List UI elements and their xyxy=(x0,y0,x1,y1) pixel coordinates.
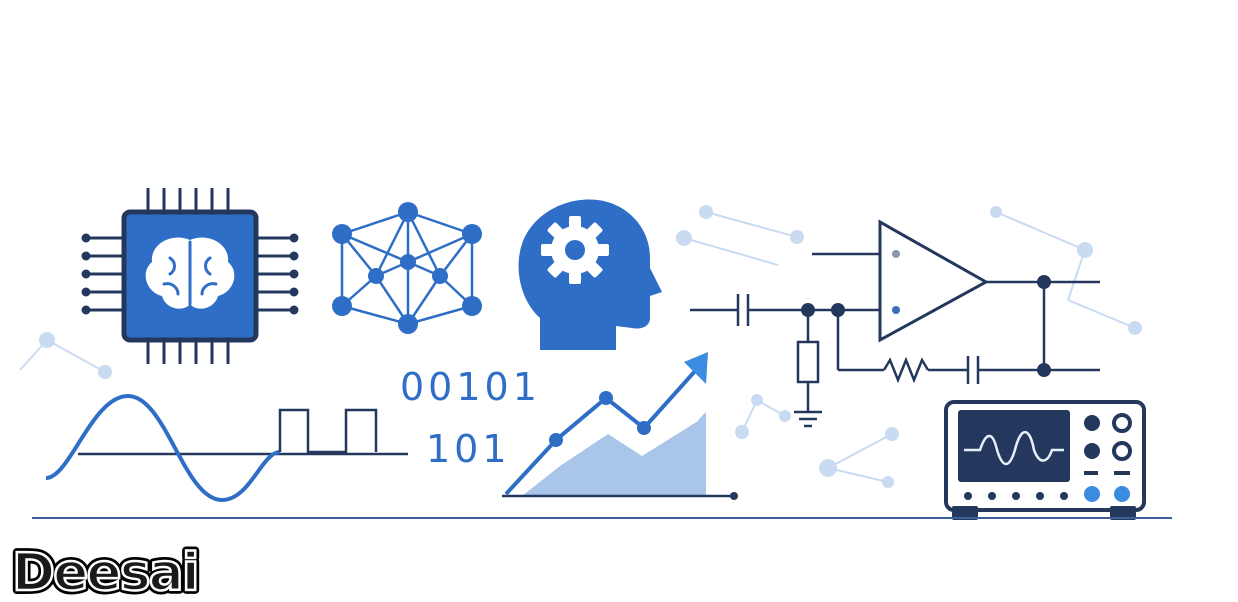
binary-line-2: 101 xyxy=(426,427,511,471)
growth-chart-icon xyxy=(502,352,738,500)
brand-logo: Deesai Deesai xyxy=(8,539,204,602)
ai-chip-brain-icon xyxy=(81,188,299,364)
binary-line-1: 00101 xyxy=(400,365,541,409)
square-wave-icon xyxy=(278,408,378,454)
neural-network-icon xyxy=(332,202,482,334)
brand-logo-text: Deesai xyxy=(12,543,198,602)
constellation-decor xyxy=(19,205,1142,488)
sine-wave-icon xyxy=(45,393,408,503)
gear-icon xyxy=(541,216,609,284)
oscilloscope-icon xyxy=(944,400,1146,520)
brand-logo-outline: Deesai xyxy=(12,543,198,602)
brain-icon xyxy=(145,237,235,309)
op-amp-circuit-icon xyxy=(690,219,1100,428)
head-gear-icon xyxy=(518,199,662,350)
